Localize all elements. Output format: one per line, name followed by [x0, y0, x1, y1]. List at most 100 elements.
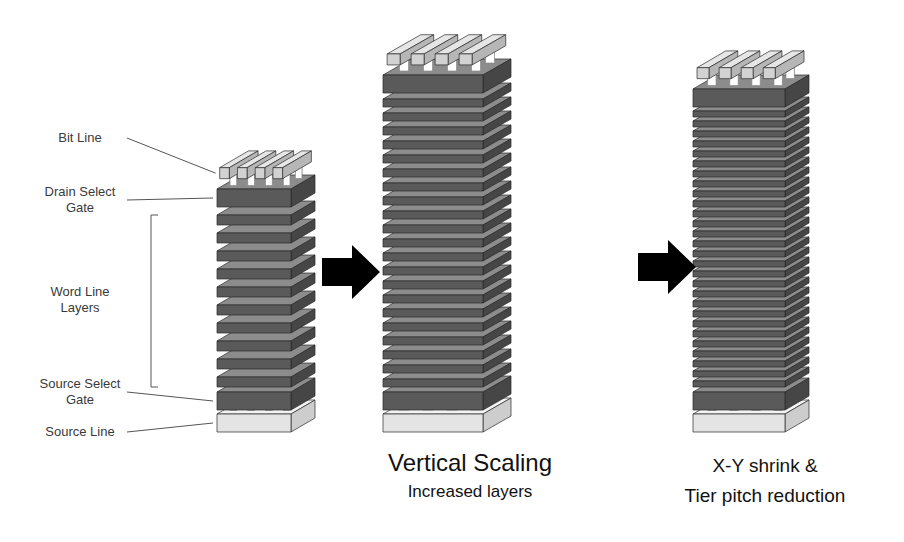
- drain-select-gate-slab: [785, 75, 809, 107]
- word-line-layer: [217, 359, 291, 369]
- word-line-layer: [693, 191, 785, 197]
- caption-heading: Tier pitch reduction: [685, 485, 846, 508]
- word-line-layer: [693, 111, 785, 117]
- drain-select-gate-slab: [291, 175, 315, 207]
- block-arrow: [322, 245, 380, 299]
- bracket: [151, 215, 158, 387]
- word-line-layer: [383, 197, 483, 205]
- source-select-gate-slab: [217, 392, 291, 410]
- block-arrow: [638, 240, 696, 294]
- drain-select-gate-slab: [383, 75, 483, 93]
- drain-select-gate-slab: [483, 59, 511, 93]
- word-line-layer: [217, 215, 291, 225]
- word-line-layer: [693, 141, 785, 147]
- word-line-layer: [693, 361, 785, 367]
- word-line-layer: [383, 183, 483, 191]
- word-line-layer: [693, 261, 785, 267]
- word-line-layer: [693, 121, 785, 127]
- caption-subheading: Increased layers: [408, 482, 533, 502]
- word-line-layer: [693, 171, 785, 177]
- nand-stack: [383, 35, 511, 432]
- bit-line-bar: [472, 35, 506, 65]
- word-line-layer: [693, 251, 785, 257]
- part-label: Source Line: [38, 424, 122, 440]
- word-line-layer: [383, 267, 483, 275]
- word-line-layer: [693, 281, 785, 287]
- word-line-layer: [383, 127, 483, 135]
- drain-select-gate-slab: [693, 89, 785, 107]
- bit-line-bar: [411, 54, 424, 65]
- part-label: Bit Line: [38, 130, 122, 146]
- word-line-layer: [693, 301, 785, 307]
- bit-line-bar: [237, 168, 247, 179]
- word-line-layer: [217, 287, 291, 297]
- word-line-layer: [217, 377, 291, 387]
- word-line-layer: [693, 321, 785, 327]
- bit-line-bar: [387, 54, 400, 65]
- source-select-gate-slab: [693, 392, 785, 410]
- word-line-layer: [693, 161, 785, 167]
- word-line-layer: [693, 311, 785, 317]
- bit-line-bar: [255, 168, 265, 179]
- word-line-layer: [217, 341, 291, 351]
- bit-line-bar: [763, 68, 775, 79]
- word-line-layer: [383, 211, 483, 219]
- leader-line: [127, 392, 213, 401]
- word-line-layer: [383, 239, 483, 247]
- nand-stack: [693, 51, 809, 432]
- word-line-layer: [383, 281, 483, 289]
- source-line-slab: [217, 414, 291, 432]
- word-line-layer: [217, 251, 291, 261]
- word-line-layer: [693, 201, 785, 207]
- word-line-layer: [693, 271, 785, 277]
- word-line-layer: [217, 305, 291, 315]
- word-line-layer: [693, 131, 785, 137]
- bit-line-bar: [741, 68, 753, 79]
- bit-line-bar: [459, 54, 472, 65]
- word-line-layer: [383, 323, 483, 331]
- word-line-layer: [383, 99, 483, 107]
- word-line-layer: [383, 155, 483, 163]
- source-line-slab: [383, 414, 483, 432]
- word-line-layer: [693, 371, 785, 377]
- word-line-layer: [383, 225, 483, 233]
- bit-line-bar: [220, 168, 230, 179]
- caption-heading: X-Y shrink &: [712, 455, 817, 478]
- word-line-layer: [693, 151, 785, 157]
- word-line-layer: [383, 113, 483, 121]
- word-line-layer: [383, 365, 483, 373]
- bit-line-bar: [273, 168, 283, 179]
- leader-line: [127, 138, 216, 173]
- word-line-layer: [383, 141, 483, 149]
- nand-stack: [217, 151, 315, 432]
- word-line-layer: [383, 253, 483, 261]
- word-line-layer: [383, 337, 483, 345]
- word-line-layer: [383, 169, 483, 177]
- word-line-layer: [217, 269, 291, 279]
- drain-select-gate-slab: [217, 189, 291, 207]
- word-line-layer: [693, 231, 785, 237]
- leader-line: [127, 198, 213, 200]
- word-line-layer: [383, 295, 483, 303]
- word-line-layer: [383, 351, 483, 359]
- word-line-layer: [693, 221, 785, 227]
- word-line-layer: [693, 211, 785, 217]
- word-line-layer: [383, 309, 483, 317]
- source-line-slab: [693, 414, 785, 432]
- bit-line-bar: [435, 54, 448, 65]
- leader-line: [127, 423, 213, 432]
- word-line-layer: [693, 241, 785, 247]
- part-label: Drain Select Gate: [38, 184, 122, 215]
- bit-line-bar: [719, 68, 731, 79]
- source-select-gate-slab: [383, 392, 483, 410]
- word-line-layer: [217, 323, 291, 333]
- word-line-layer: [217, 233, 291, 243]
- word-line-layer: [693, 351, 785, 357]
- word-line-layer: [693, 381, 785, 387]
- word-line-layer: [693, 331, 785, 337]
- bit-line-bar: [775, 51, 804, 79]
- bit-line-bar: [697, 68, 709, 79]
- word-line-layer: [693, 181, 785, 187]
